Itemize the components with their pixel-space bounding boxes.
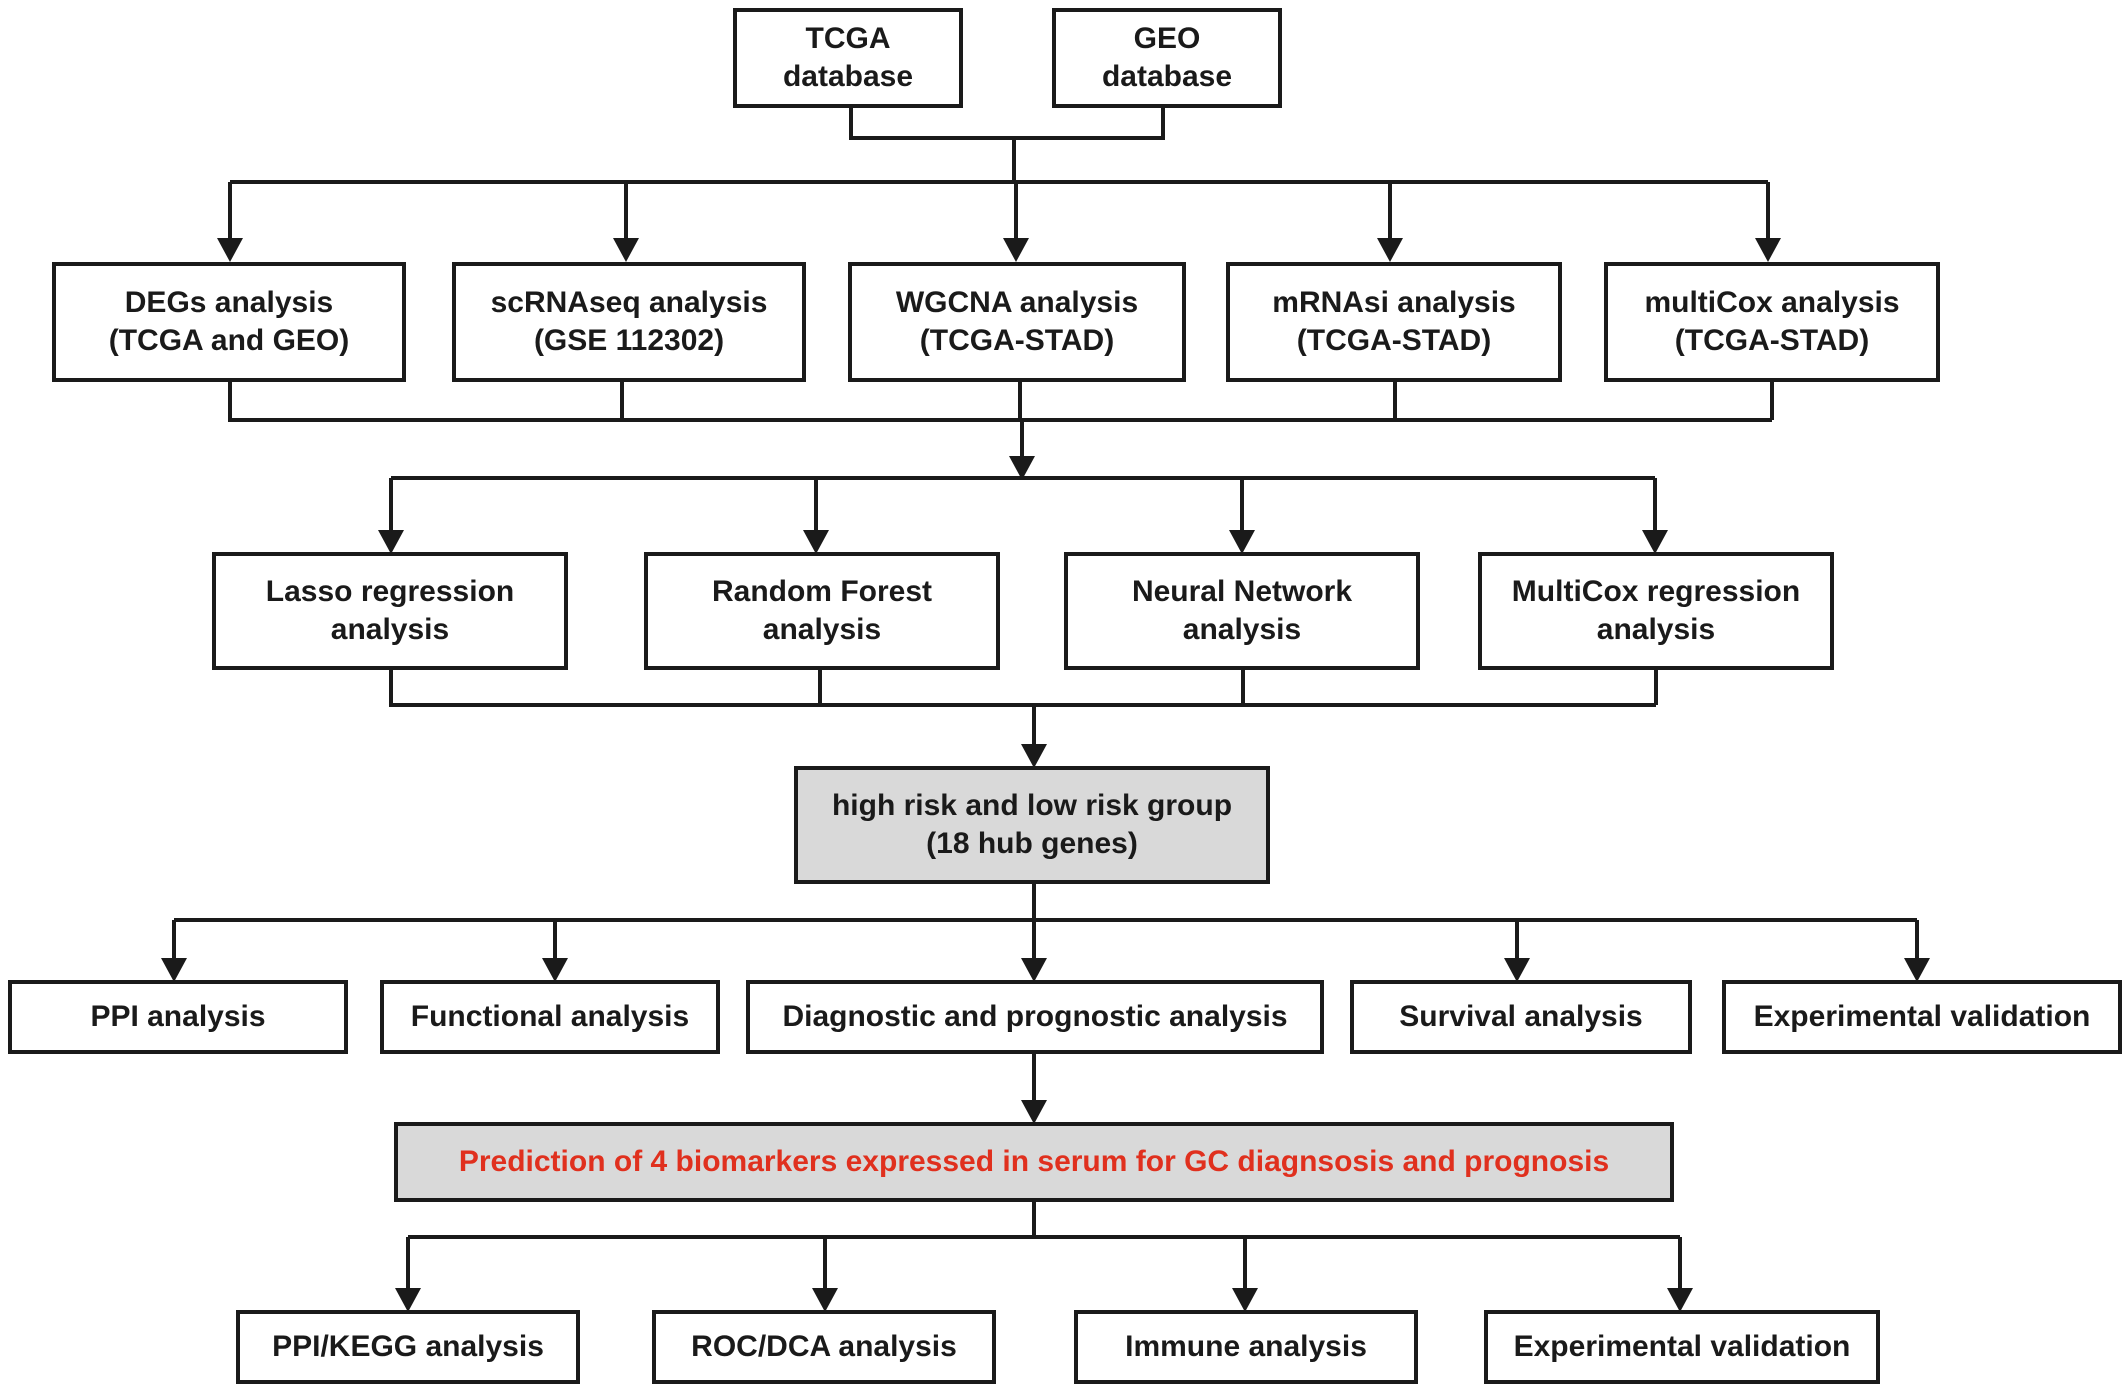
- box-label-line2: analysis: [762, 613, 882, 646]
- box-label-line2: (TCGA-STAD): [919, 324, 1115, 357]
- geo-database-box: GEO database: [1052, 8, 1282, 108]
- arrowhead: [613, 238, 639, 262]
- box-label-line2: (TCGA-STAD): [1296, 324, 1492, 357]
- box-label-line1: MultiCox regression: [1511, 575, 1801, 608]
- arrowhead: [812, 1288, 838, 1312]
- box-label-line2: database: [1101, 60, 1233, 93]
- multicox-regression-box: MultiCox regression analysis: [1478, 552, 1834, 670]
- box-label-line1: Random Forest: [711, 575, 933, 608]
- arrowhead: [1009, 456, 1035, 480]
- survival-analysis-box: Survival analysis: [1350, 980, 1692, 1054]
- immune-analysis-box: Immune analysis: [1074, 1310, 1418, 1384]
- mrnasi-analysis-box: mRNAsi analysis (TCGA-STAD): [1226, 262, 1562, 382]
- arrowhead: [395, 1288, 421, 1312]
- box-label-line1: scRNAseq analysis: [490, 286, 768, 319]
- random-forest-box: Random Forest analysis: [644, 552, 1000, 670]
- arrowhead: [1504, 958, 1530, 982]
- lasso-regression-box: Lasso regression analysis: [212, 552, 568, 670]
- prediction-label: Prediction of 4 biomarkers expressed in …: [458, 1145, 1610, 1178]
- arrowhead: [1021, 744, 1047, 768]
- arrowhead: [1904, 958, 1930, 982]
- arrowhead: [1642, 530, 1668, 554]
- box-label: Immune analysis: [1125, 1330, 1367, 1363]
- experimental-validation-box: Experimental validation: [1722, 980, 2122, 1054]
- box-label: Functional analysis: [410, 1000, 690, 1033]
- box-label-line2: (TCGA-STAD): [1674, 324, 1870, 357]
- arrowhead: [1755, 238, 1781, 262]
- scrnaseq-analysis-box: scRNAseq analysis (GSE 112302): [452, 262, 806, 382]
- diagnostic-prognostic-analysis-box: Diagnostic and prognostic analysis: [746, 980, 1324, 1054]
- box-label-line1: mRNAsi analysis: [1272, 286, 1516, 319]
- multicox-analysis-box: multiCox analysis (TCGA-STAD): [1604, 262, 1940, 382]
- box-label-line1: DEGs analysis: [124, 286, 334, 319]
- arrowhead: [1003, 238, 1029, 262]
- arrowhead: [217, 238, 243, 262]
- box-label-line1: multiCox analysis: [1644, 286, 1900, 319]
- degs-analysis-box: DEGs analysis (TCGA and GEO): [52, 262, 406, 382]
- functional-analysis-box: Functional analysis: [380, 980, 720, 1054]
- tcga-database-box: TCGA database: [733, 8, 963, 108]
- box-label-line2: (TCGA and GEO): [108, 324, 350, 357]
- arrowhead: [1377, 238, 1403, 262]
- arrowhead: [378, 530, 404, 554]
- box-label-line2: (GSE 112302): [533, 324, 725, 357]
- box-label-line1: TCGA: [805, 22, 891, 55]
- neural-network-box: Neural Network analysis: [1064, 552, 1420, 670]
- box-label: Survival analysis: [1399, 1000, 1643, 1033]
- box-label: PPI/KEGG analysis: [272, 1330, 544, 1363]
- box-label: PPI analysis: [90, 1000, 266, 1033]
- box-label: Diagnostic and prognostic analysis: [782, 1000, 1288, 1033]
- prediction-box: Prediction of 4 biomarkers expressed in …: [394, 1122, 1674, 1202]
- box-label-line1: WGCNA analysis: [895, 286, 1139, 319]
- box-label-line2: (18 hub genes): [926, 827, 1138, 860]
- risk-group-box: high risk and low risk group (18 hub gen…: [794, 766, 1270, 884]
- box-label: Experimental validation: [1753, 1000, 2091, 1033]
- arrowhead: [1667, 1288, 1693, 1312]
- arrowhead: [542, 958, 568, 982]
- arrowhead: [803, 530, 829, 554]
- box-label-line2: analysis: [330, 613, 450, 646]
- arrowhead: [1229, 530, 1255, 554]
- ppi-kegg-analysis-box: PPI/KEGG analysis: [236, 1310, 580, 1384]
- biomarker-experimental-validation-box: Experimental validation: [1484, 1310, 1880, 1384]
- box-label: ROC/DCA analysis: [691, 1330, 957, 1363]
- ppi-analysis-box: PPI analysis: [8, 980, 348, 1054]
- arrowhead: [1021, 958, 1047, 982]
- box-label-line2: analysis: [1182, 613, 1302, 646]
- wgcna-analysis-box: WGCNA analysis (TCGA-STAD): [848, 262, 1186, 382]
- box-label-line2: analysis: [1596, 613, 1716, 646]
- arrowhead: [1232, 1288, 1258, 1312]
- roc-dca-analysis-box: ROC/DCA analysis: [652, 1310, 996, 1384]
- box-label: Experimental validation: [1513, 1330, 1851, 1363]
- box-label-line1: high risk and low risk group: [831, 789, 1233, 822]
- arrowhead: [161, 958, 187, 982]
- arrowhead: [1021, 1100, 1047, 1124]
- box-label-line2: database: [782, 60, 914, 93]
- box-label-line1: Lasso regression: [265, 575, 515, 608]
- box-label-line1: Neural Network: [1131, 575, 1353, 608]
- box-label-line1: GEO: [1133, 22, 1201, 55]
